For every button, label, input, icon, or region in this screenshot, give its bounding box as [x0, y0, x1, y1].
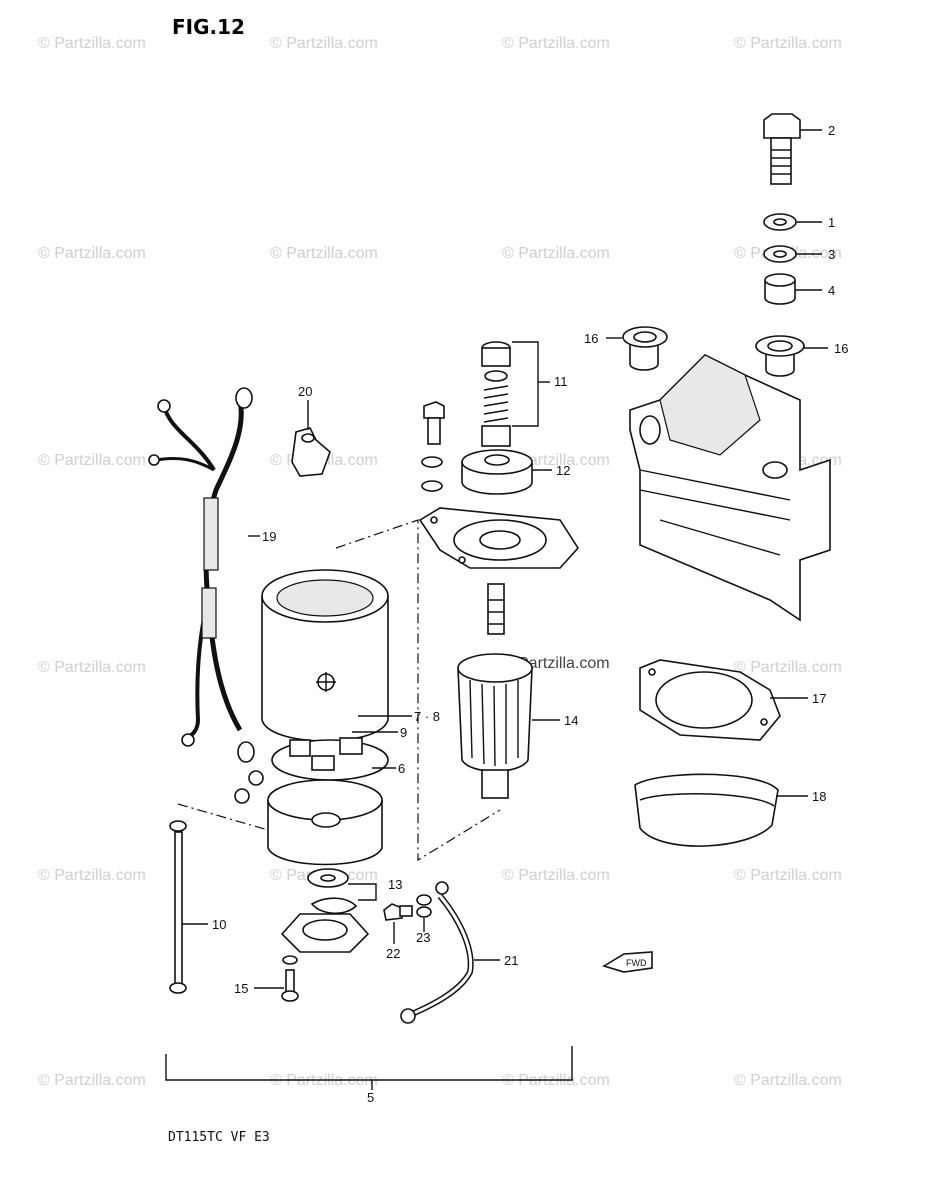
part-4-collar[interactable]: [764, 273, 796, 305]
part-18-band[interactable]: [634, 773, 779, 847]
footer-model-code: DT115TC VF E3: [168, 1130, 270, 1145]
watermark: © Partzilla.com: [38, 452, 146, 469]
part-12-pinion[interactable]: [461, 449, 533, 495]
watermark: © Partzilla.com: [734, 867, 842, 884]
figure-title: FIG.12: [172, 15, 245, 39]
callout-4: 4: [828, 283, 835, 298]
callout-3: 3: [828, 247, 835, 262]
callout-20: 20: [298, 384, 312, 399]
part-11-spring-stack[interactable]: [481, 341, 511, 447]
watermark: © Partzilla.com: [38, 867, 146, 884]
part-17-gasket[interactable]: [639, 659, 781, 741]
callout-15: 15: [234, 981, 248, 996]
part-10-through-bolt[interactable]: [169, 820, 187, 994]
brush-plate[interactable]: [280, 913, 370, 953]
part-19-harness[interactable]: [148, 387, 255, 763]
callout-13: 13: [388, 877, 402, 892]
part-20-clip[interactable]: [291, 427, 331, 477]
part-3-washer[interactable]: [763, 245, 797, 263]
callout-1: 1: [828, 215, 835, 230]
part-14-armature[interactable]: [457, 583, 533, 799]
part-13-washers[interactable]: [307, 868, 358, 915]
fwd-label: FWD: [626, 958, 647, 968]
watermark: © Partzilla.com: [734, 1072, 842, 1089]
assembly-dash-line: [335, 519, 501, 862]
callout-16-right: 16: [834, 341, 848, 356]
watermark: © Partzilla.com: [502, 245, 610, 262]
callout-12: 12: [556, 463, 570, 478]
part-22-bolt[interactable]: [383, 903, 413, 921]
callout-6: 6: [398, 761, 405, 776]
callout-10: 10: [212, 917, 226, 932]
brush-holder-assembly[interactable]: [234, 737, 389, 804]
watermark: © Partzilla.com: [270, 35, 378, 52]
part-23-washer[interactable]: [416, 894, 432, 918]
watermark: © Partzilla.com: [734, 659, 842, 676]
bolt-center[interactable]: [421, 401, 445, 492]
callout-16-left: 16: [584, 331, 598, 346]
part-16-grommet-left[interactable]: [622, 326, 668, 371]
part-1-washer[interactable]: [763, 213, 797, 231]
watermark: © Partzilla.com: [270, 245, 378, 262]
watermark: © Partzilla.com: [734, 35, 842, 52]
motor-yoke[interactable]: [261, 569, 389, 742]
part-21-cable[interactable]: [400, 881, 474, 1024]
watermark: © Partzilla.com: [38, 1072, 146, 1089]
watermark-center: Partzilla.com: [518, 655, 610, 672]
leader-lines: [165, 129, 828, 1090]
watermark: © Partzilla.com: [502, 35, 610, 52]
callout-9: 9: [400, 725, 407, 740]
callout-18: 18: [812, 789, 826, 804]
fwd-arrow: FWD: [602, 951, 653, 973]
callout-2: 2: [828, 123, 835, 138]
watermark: © Partzilla.com: [38, 659, 146, 676]
starter-bracket[interactable]: [629, 354, 831, 622]
callout-21: 21: [504, 953, 518, 968]
callout-14: 14: [564, 713, 578, 728]
part-16-grommet-right[interactable]: [755, 335, 805, 377]
part-15-screw[interactable]: [281, 955, 299, 1002]
callout-17: 17: [812, 691, 826, 706]
watermark: © Partzilla.com: [38, 245, 146, 262]
drive-end-bracket[interactable]: [418, 507, 580, 569]
rear-end-cap[interactable]: [267, 779, 383, 866]
watermark: © Partzilla.com: [38, 35, 146, 52]
callout-19: 19: [262, 529, 276, 544]
callout-7-8: 7 · 8: [414, 709, 440, 724]
part-2-bolt[interactable]: [763, 113, 801, 185]
callouts: 2 1 3 4 16 16 11 12 20 19 17 18 14 7 · 8…: [212, 123, 848, 1105]
assembly-dash-line-left: [177, 803, 269, 831]
callout-11: 11: [554, 374, 568, 389]
callout-5: 5: [367, 1090, 374, 1105]
callout-23: 23: [416, 930, 430, 945]
watermark: © Partzilla.com: [502, 867, 610, 884]
callout-22: 22: [386, 946, 400, 961]
